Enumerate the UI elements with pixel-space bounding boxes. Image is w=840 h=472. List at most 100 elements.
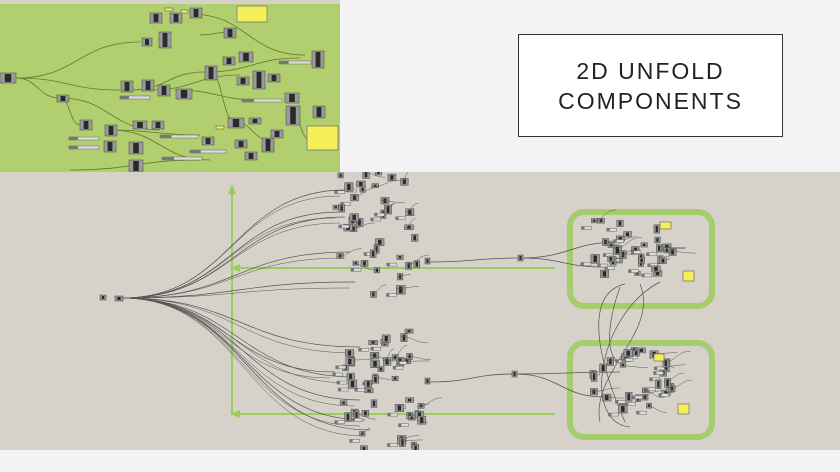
slider-grip xyxy=(334,420,338,424)
wire xyxy=(121,281,356,299)
wire xyxy=(662,246,687,249)
component-node-core xyxy=(664,360,668,367)
wire xyxy=(359,428,371,435)
wire xyxy=(362,172,386,178)
wire xyxy=(383,348,395,361)
component-node-core xyxy=(101,296,105,299)
slider-grip xyxy=(658,393,662,397)
component-node-core xyxy=(402,179,406,185)
slider-grip xyxy=(613,239,617,243)
component-node-core xyxy=(609,244,613,247)
component-node-core xyxy=(108,126,114,135)
component-node-core xyxy=(373,184,377,187)
slider-grip xyxy=(338,388,342,392)
wire xyxy=(121,297,356,378)
component-node-core xyxy=(371,250,375,257)
wire xyxy=(121,195,341,299)
component-node-core xyxy=(658,245,661,252)
component-node-core xyxy=(407,330,411,333)
wire xyxy=(392,345,408,358)
component-node-core xyxy=(290,107,296,124)
component-node-core xyxy=(372,400,376,407)
component-node-core xyxy=(226,58,232,64)
component-node-core xyxy=(107,142,113,151)
component-node-core xyxy=(363,261,366,266)
component-node-core xyxy=(599,219,603,223)
component-node-core xyxy=(83,121,89,129)
wire xyxy=(121,216,346,299)
component-node-core xyxy=(636,272,639,275)
slider-grip xyxy=(627,355,631,359)
slider-grip xyxy=(69,146,78,149)
slider-grip xyxy=(190,150,201,153)
wire xyxy=(129,71,206,91)
wire xyxy=(121,287,351,299)
component-node-core xyxy=(208,67,214,79)
component-node-core xyxy=(385,358,389,365)
wire xyxy=(353,413,376,420)
wire xyxy=(121,297,361,348)
component-node-core xyxy=(265,139,271,151)
yellow-panel xyxy=(180,9,189,14)
component-node-core xyxy=(348,358,352,365)
component-node-core xyxy=(205,138,211,144)
wire xyxy=(384,202,396,209)
component-node-core xyxy=(375,245,378,253)
component-node-core xyxy=(398,286,403,294)
component-node-core xyxy=(145,39,149,45)
detail-node-graph xyxy=(0,5,339,172)
component-node-core xyxy=(353,195,357,200)
component-node-core xyxy=(227,29,233,37)
component-node-core xyxy=(350,381,355,388)
wire xyxy=(400,172,409,182)
component-node-core xyxy=(609,358,612,365)
component-node-core xyxy=(173,14,179,22)
slider-grip xyxy=(354,388,358,392)
slider-grip xyxy=(632,395,636,399)
grasshopper-detail-screenshot xyxy=(0,0,340,172)
component-node-core xyxy=(373,361,377,367)
component-node-core xyxy=(180,90,188,98)
slider-grip xyxy=(615,400,619,404)
wire xyxy=(417,397,442,407)
slider-grip xyxy=(606,228,610,232)
slider-grip xyxy=(336,381,340,385)
component-node-core xyxy=(362,446,366,450)
component-node-core xyxy=(633,247,637,252)
yellow-panel xyxy=(682,270,695,282)
wire xyxy=(404,218,416,229)
slider-grip xyxy=(396,361,400,365)
component-node-core xyxy=(399,274,402,279)
wire xyxy=(646,405,667,413)
slider-grip xyxy=(615,359,619,363)
component-node-core xyxy=(657,380,660,388)
component-node-core xyxy=(361,187,364,192)
slider-grip xyxy=(597,264,601,268)
component-node-core xyxy=(621,363,625,367)
component-node-core xyxy=(655,271,660,276)
slider-grip xyxy=(332,373,336,377)
component-node-core xyxy=(640,262,643,266)
wire xyxy=(429,257,521,263)
slider-grip xyxy=(604,266,608,270)
component-node-core xyxy=(256,72,262,88)
slider-grip xyxy=(646,252,650,256)
component-node-core xyxy=(271,75,277,81)
component-node-core xyxy=(642,243,646,246)
component-node-core xyxy=(366,381,370,387)
slider-grip xyxy=(398,423,402,427)
wire xyxy=(406,356,431,360)
slide-title-box: 2D UNFOLD COMPONENTS xyxy=(518,34,783,137)
component-node-core xyxy=(666,379,669,387)
slider-grip xyxy=(581,226,585,230)
component-node-core xyxy=(605,395,609,401)
component-node-core xyxy=(316,107,322,117)
component-node-core xyxy=(398,256,402,259)
component-node-core xyxy=(274,131,280,137)
slider-grip xyxy=(387,443,391,447)
wire xyxy=(397,274,411,277)
slider-grip xyxy=(242,99,254,102)
component-node-core xyxy=(626,350,630,356)
wire xyxy=(602,396,625,399)
canvas-top-strip xyxy=(0,0,340,4)
